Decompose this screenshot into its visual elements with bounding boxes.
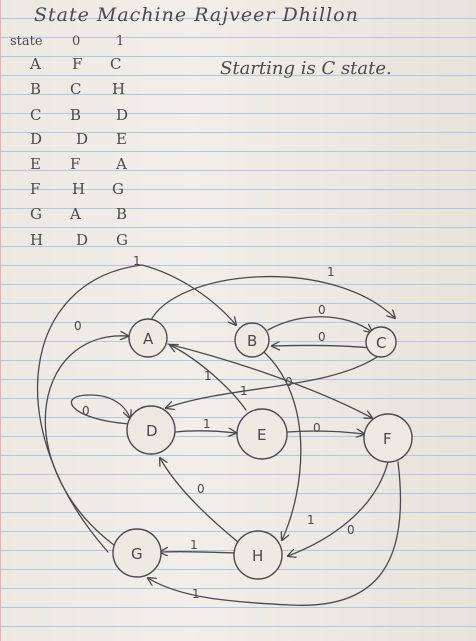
state-label-g: G (131, 545, 143, 563)
state-node-a (128, 318, 168, 358)
edge-b-h (263, 351, 302, 540)
table-cell-0: D (76, 231, 89, 249)
table-cell-state: F (30, 180, 41, 198)
table-cell-0: F (72, 55, 83, 73)
edge-label-d-e: 1 (203, 417, 211, 431)
state-node-g (112, 528, 162, 578)
edge-label-d-d: 0 (82, 404, 90, 418)
state-node-f (363, 413, 413, 463)
state-node-h (233, 530, 283, 580)
state-label-c: C (376, 334, 386, 352)
table-cell-1: H (112, 80, 126, 98)
page-title: State Machine Rajveer Dhillon (34, 4, 359, 26)
state-label-e: E (257, 426, 266, 444)
table-cell-state: D (30, 130, 43, 148)
state-label-a: A (143, 330, 154, 348)
table-cell-state: E (30, 155, 41, 173)
state-node-c (365, 326, 397, 358)
margin-line (0, 0, 1, 641)
table-header-0: 0 (72, 34, 81, 49)
edge-c-d (166, 354, 381, 408)
table-cell-state: H (30, 231, 44, 249)
edge-g-a (44, 336, 128, 549)
state-label-f: F (383, 430, 392, 448)
table-cell-0: B (70, 106, 82, 124)
edge-d-e (175, 431, 236, 433)
edge-c-b (272, 345, 373, 348)
table-cell-state: B (30, 80, 42, 98)
table-cell-0: C (70, 80, 82, 98)
table-cell-1: C (110, 55, 122, 73)
edge-label-b-c: 0 (318, 303, 326, 317)
table-header-state: state (10, 34, 43, 49)
edge-label-a-f: 0 (285, 375, 293, 389)
table-cell-state: A (30, 55, 41, 73)
edge-b-c (267, 316, 372, 332)
edge-a-c (149, 275, 395, 323)
state-label-h: H (252, 547, 263, 565)
edge-label-e-f: 0 (313, 421, 321, 435)
edge-h-g (160, 552, 237, 553)
edge-e-f (287, 431, 364, 434)
state-node-b (234, 322, 270, 358)
edge-d-d (70, 394, 130, 425)
table-cell-1: D (116, 106, 129, 124)
table-cell-1: E (116, 130, 127, 148)
table-header-1: 1 (116, 34, 125, 49)
state-label-b: B (247, 332, 257, 350)
edge-label-a-c: 1 (327, 265, 335, 279)
edge-label-f-h: 0 (347, 523, 355, 537)
table-cell-1: B (116, 205, 128, 223)
edge-label-g-b: 1 (133, 254, 141, 268)
edge-f-g (148, 461, 402, 606)
state-label-d: D (146, 422, 158, 440)
edge-label-e-a: 1 (240, 384, 248, 398)
edge-e-a (170, 345, 247, 411)
edge-label-c-b: 0 (318, 330, 326, 344)
edge-label-f-g: 1 (192, 587, 200, 601)
table-cell-state: C (30, 106, 42, 124)
edge-a-f (167, 343, 372, 418)
edge-label-b-h: 1 (307, 513, 315, 527)
edge-label-h-g: 1 (190, 538, 198, 552)
state-node-d (126, 405, 176, 455)
edge-g-b (36, 264, 236, 553)
edge-h-d (160, 458, 239, 543)
edge-label-g-a: 0 (74, 319, 82, 333)
table-cell-0: F (70, 155, 81, 173)
table-cell-1: G (116, 231, 128, 249)
edge-f-h (288, 461, 389, 556)
edge-label-c-d: 1 (204, 369, 212, 383)
starting-state-note: Starting is C state. (220, 58, 392, 79)
state-node-e (236, 408, 288, 460)
table-cell-0: A (70, 205, 81, 223)
table-cell-0: H (72, 180, 86, 198)
table-cell-state: G (30, 205, 42, 223)
table-cell-1: G (112, 180, 124, 198)
edge-label-h-d: 0 (197, 482, 205, 496)
table-cell-0: D (76, 130, 89, 148)
table-cell-1: A (116, 155, 127, 173)
